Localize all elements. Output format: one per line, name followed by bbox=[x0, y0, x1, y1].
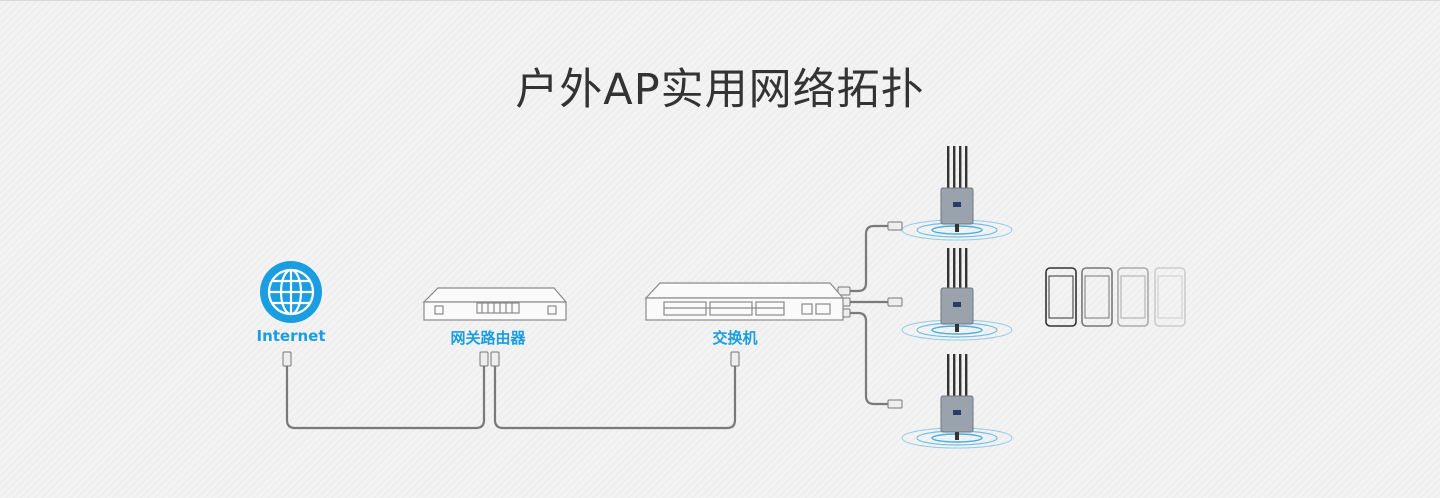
router-icon bbox=[422, 287, 568, 321]
switch-label: 交换机 bbox=[712, 329, 758, 347]
internet-label: Internet bbox=[256, 327, 326, 345]
switch-icon bbox=[644, 282, 845, 321]
smartphone-icon bbox=[1045, 267, 1186, 327]
access-point-icon bbox=[901, 146, 1013, 241]
access-point-icon bbox=[901, 248, 1013, 341]
access-point-icon bbox=[901, 354, 1013, 449]
cable-internet-router bbox=[285, 366, 486, 430]
globe-icon bbox=[260, 261, 322, 323]
page-title: 户外AP实用网络拓扑 bbox=[515, 65, 925, 115]
cable-switch-ap3 bbox=[850, 311, 888, 406]
cable-switch-ap1 bbox=[850, 224, 888, 293]
cables bbox=[285, 224, 888, 430]
cable-router-switch bbox=[493, 366, 737, 430]
gateway-router-label: 网关路由器 bbox=[450, 329, 526, 347]
